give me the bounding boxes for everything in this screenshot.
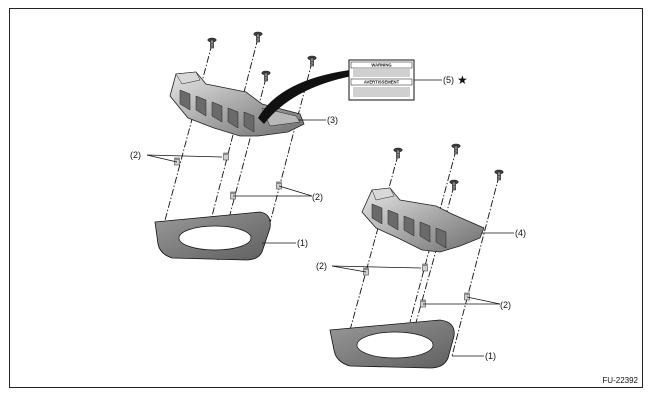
bolt-icon [261,70,271,82]
bolt-icon [307,55,317,67]
callout-cover-left: (3) [327,115,338,125]
warning-card: WARNING AVERTISSEMENT [348,59,415,101]
callout-clip-right-lower: (2) [500,300,511,310]
label-pointer [258,70,352,124]
bolt-icon [253,31,263,43]
clip-icon [422,263,428,272]
callout-clip-right-upper: (2) [316,261,327,271]
cover-right [361,187,485,253]
gasket-right [329,319,455,369]
clip-icon [230,191,236,200]
warning-card-line1: WARNING [371,63,391,68]
left-assembly [154,31,352,261]
bolt-icon [494,169,504,181]
callout-clip-left-lower: (2) [312,192,323,202]
callouts: (2) (2) (3) (1) (5) ★ (4) (2) (2) (1) [130,73,526,361]
bolt-icon [449,179,459,191]
callout-clip-left-upper: (2) [130,150,141,160]
callout-warning-label: (5) [443,75,454,85]
warning-card-line2: AVERTISSEMENT [364,80,400,85]
callout-cover-right: (4) [515,228,526,238]
figure-code: FU-22392 [602,376,638,385]
gasket-left [154,211,271,261]
figure-frame [9,8,643,388]
leader-lines [146,79,514,357]
clip-icon [420,299,426,308]
bolt-icon [451,143,461,155]
clip-icon [464,292,470,301]
callout-gasket-left: (1) [297,238,308,248]
right-assembly [329,143,504,369]
clip-icon [223,152,229,161]
callout-gasket-right: (1) [485,351,496,361]
clip-icon [276,181,282,190]
bolt-icon [393,147,403,159]
star-icon: ★ [457,73,468,87]
bolt-icon [207,37,217,49]
